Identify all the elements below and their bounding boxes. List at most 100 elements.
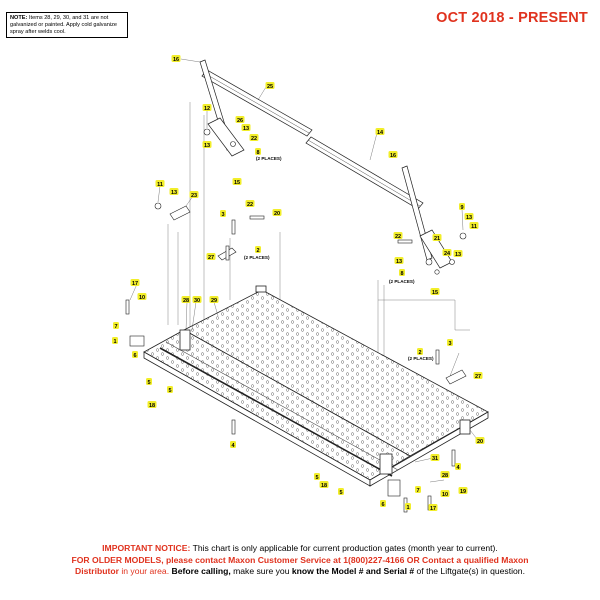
callout-number: 23 xyxy=(191,193,197,199)
callout-number: 10 xyxy=(442,492,448,498)
callout-tag xyxy=(393,232,403,239)
callout-tag xyxy=(440,471,450,478)
part-callout-24: 24 xyxy=(442,249,452,257)
callout-number: 18 xyxy=(321,483,327,489)
part-callout-20: 20 xyxy=(475,437,485,445)
callout-tag xyxy=(255,148,261,155)
callout-number: 15 xyxy=(432,290,438,296)
callout-tag xyxy=(202,141,212,148)
part-callout-28: 28 xyxy=(440,471,450,479)
callout-tag xyxy=(167,386,173,393)
notice-before-calling: Before calling, xyxy=(171,566,231,576)
part-callout-26: 26 xyxy=(235,116,245,124)
callout-number: 9 xyxy=(460,205,463,211)
callout-tag xyxy=(464,213,474,220)
callout-tag xyxy=(417,348,423,355)
part-callout-4: 4 xyxy=(230,441,236,449)
callout-tag xyxy=(430,288,440,295)
part-callout-6: 6 xyxy=(132,351,138,359)
places-label: (2 PLACES) xyxy=(389,279,415,284)
part-callout-15: 15 xyxy=(430,288,440,296)
callout-number: 17 xyxy=(132,281,138,287)
callout-number: 13 xyxy=(396,259,402,265)
callout-number: 8 xyxy=(400,271,403,277)
callout-tag xyxy=(230,441,236,448)
callout-number: 7 xyxy=(114,324,117,330)
part-callout-1: 1 xyxy=(405,503,411,511)
note-text: Items 28, 29, 30, and 31 are not galvani… xyxy=(10,15,117,35)
part-callout-6: 6 xyxy=(380,500,386,508)
callout-tag xyxy=(130,279,140,286)
part-callout-30: 30 xyxy=(192,296,202,304)
callout-tag xyxy=(235,116,245,123)
part-callout-13: 13 xyxy=(202,141,212,149)
callout-number: 16 xyxy=(390,153,396,159)
part-callout-16: 16 xyxy=(388,151,398,159)
callout-tag xyxy=(241,124,251,131)
callout-tag xyxy=(147,401,157,408)
callout-number: 22 xyxy=(251,136,257,142)
callout-number: 13 xyxy=(171,190,177,196)
callout-tag xyxy=(132,351,138,358)
callout-number: 13 xyxy=(455,252,461,258)
callout-number: 22 xyxy=(247,202,253,208)
callout-number: 5 xyxy=(339,490,342,496)
callout-number: 13 xyxy=(466,215,472,221)
part-callout-13: 13 xyxy=(464,213,474,221)
part-callout-10: 10 xyxy=(137,293,147,301)
callout-number: 5 xyxy=(147,380,150,386)
callout-number: 5 xyxy=(168,388,171,394)
callout-tag xyxy=(137,293,147,300)
callout-number: 25 xyxy=(267,84,273,90)
callout-tag xyxy=(209,296,219,303)
part-callout-31: 31 xyxy=(430,454,440,462)
note-label: NOTE: xyxy=(10,15,28,21)
callout-number: 20 xyxy=(477,439,483,445)
notice-model-serial: know the Model # and Serial # xyxy=(291,566,415,576)
callout-number: 10 xyxy=(139,295,145,301)
callout-tag xyxy=(432,234,442,241)
callout-tag xyxy=(405,503,411,510)
part-callout-10: 10 xyxy=(440,490,450,498)
part-callout-16: 16 xyxy=(171,55,181,63)
part-callout-13: 13 xyxy=(241,124,251,132)
callout-tag xyxy=(245,200,255,207)
callout-tag xyxy=(338,488,344,495)
leader-lines xyxy=(129,58,481,483)
callout-tag xyxy=(455,463,461,470)
callout-tag xyxy=(189,191,199,198)
callout-number: 6 xyxy=(381,502,384,508)
part-callout-25: 25 xyxy=(265,82,275,90)
callout-tag xyxy=(206,253,216,260)
callout-number: 15 xyxy=(234,180,240,186)
notice-distributor: Distributor xyxy=(75,566,119,576)
platform-deck xyxy=(143,285,489,487)
part-callout-7: 7 xyxy=(415,486,421,494)
callout-tag xyxy=(458,487,468,494)
part-callout-5: 5 xyxy=(167,386,173,394)
part-callout-3: 3 xyxy=(447,339,453,347)
callout-tag xyxy=(428,504,438,511)
callout-tag xyxy=(319,481,329,488)
places-label: (2 PLACES) xyxy=(244,255,270,260)
callout-tag xyxy=(442,249,452,256)
part-callout-5: 5 xyxy=(146,378,152,386)
callout-tag xyxy=(112,337,118,344)
callout-number: 1 xyxy=(406,505,409,511)
part-callout-2: 2 xyxy=(417,348,423,356)
callout-number: 28 xyxy=(183,298,189,304)
callout-tag xyxy=(440,490,450,497)
note-box: NOTE: Items 28, 29, 30, and 31 are not g… xyxy=(6,12,128,39)
notice-area: in your area. xyxy=(121,566,170,576)
notice-make-sure: make sure you xyxy=(233,566,290,576)
part-callout-15: 15 xyxy=(232,178,242,186)
callout-number: 13 xyxy=(204,143,210,149)
part-callout-27: 27 xyxy=(206,253,216,261)
callout-tag xyxy=(265,82,275,89)
callout-tag xyxy=(459,203,465,210)
callout-number: 13 xyxy=(243,126,249,132)
notice-heading: IMPORTANT NOTICE: xyxy=(102,543,191,553)
callout-tag xyxy=(202,104,212,111)
